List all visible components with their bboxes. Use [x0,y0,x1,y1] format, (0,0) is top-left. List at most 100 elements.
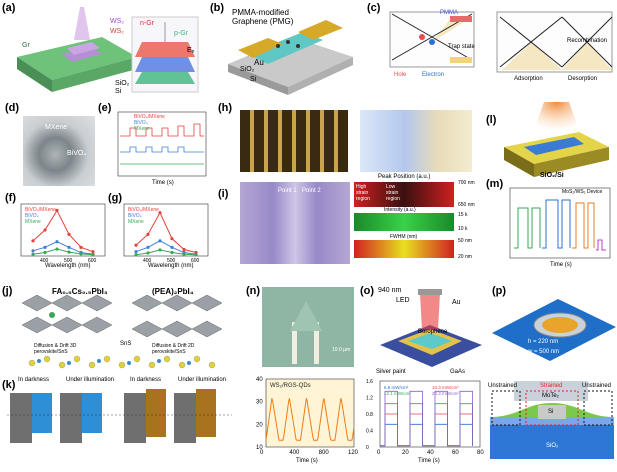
a-gr: Gr [22,42,30,49]
panel-label-j: (j) [2,285,13,297]
n-electrode-right [314,322,319,364]
plot-frame [265,378,355,448]
a-sio2: SiO₂ [115,80,130,87]
panel-label-d: (d) [5,102,20,114]
panel-label-e: (e) [98,102,112,114]
data-point [67,232,71,236]
panel-label-p: (p) [492,285,507,297]
o-gaas: GaAs [450,369,466,375]
h-optical-grid [240,110,348,172]
x-tick-label: 60 [452,450,459,456]
x-tick-label: 80 [477,450,484,456]
p-sio2: SiO₂ [546,443,559,449]
data-point [31,239,35,243]
data-point [79,252,83,256]
panel-o-device [380,289,482,367]
c-electron: Electron [422,72,445,78]
a-ws2-top: WS₂ [110,18,124,25]
x-tick-label: 400 [143,258,152,264]
panel-k-band-diagrams [7,389,232,443]
n-flake [290,301,322,331]
data-point [146,232,150,236]
data-point [158,239,162,243]
panel-l-illustration [504,102,609,177]
y-tick-label: 20 [256,422,263,428]
panel-p-illustration [490,299,616,459]
series-line-2 [135,249,197,256]
data-point [134,253,138,257]
data-point [55,208,59,213]
panel-h: (h) [218,102,480,174]
panel-label-a: (a) [2,2,16,14]
m-title: MoS₂/WS₂ Device [562,189,603,195]
panel-k: (k) In darkness Under illumination In da… [2,375,242,467]
data-point [158,211,162,215]
p-mote2: MoTe₂ [554,293,574,300]
o-silver: Silver paint [376,369,406,375]
legend-entry: MXene [25,219,41,225]
e-legend-1: BiVO₄/MXene [134,114,165,120]
x-tick-label: 0 [260,450,264,456]
data-point [170,245,174,249]
k-dark1: In darkness [18,377,50,383]
y-tick-label: 0.4 [366,429,373,435]
series-line-2 [32,248,94,256]
f-xlabel: Wavelength (nm) [45,263,91,269]
x-tick-label: 400 [40,258,49,264]
a-pgr: p-Gr [174,30,188,37]
panel-j: (j) FA₀.₅Cs₀.₅PbI₃ (PEA)₂PbI₄ Diffusion … [2,285,242,375]
o-borophene: Borophene [418,329,448,335]
e-xlabel: Time (s) [152,180,174,186]
data-point [158,248,162,252]
i-scale-15k: 15 k [458,212,468,218]
panel-n-chart: WS₂/RGS-QDs0400800120010203040Time (s) [256,377,358,464]
i-point1: Point 1 [278,188,297,194]
h-raman-map [360,110,472,172]
panel-label-f: (f) [5,192,16,204]
panel-a-illustration [17,7,199,93]
legend-entry: 10.3 mW/cm² [432,385,459,390]
legend-entry: WS₂/RGS-QDs [270,383,311,389]
data-point [91,253,95,257]
x-tick-label: 20 [402,450,409,456]
plot-frame [20,203,106,257]
data-point [55,247,59,251]
a-eg: Eₚ [187,47,195,54]
legend-entry: BiVO₄/MXene [128,207,159,213]
data-point [43,228,47,232]
i-scale-20: 20 nm [458,254,472,260]
panel-d: (d) MXene BiVO₄ [5,102,97,190]
data-point [182,252,186,256]
n-electrode-left [292,322,297,364]
series-line-1 [32,241,94,255]
data-point [170,237,174,241]
data-point [170,250,174,255]
i-optical-image [240,182,350,264]
m-xlabel: Time (s) [550,262,572,268]
o-940nm: 940 nm [378,287,402,294]
y-tick-label: 1.6 [366,379,373,385]
p-strained: Strained [540,383,563,389]
i-intensity-title: Intensity (a.u.) [384,207,416,213]
k-dark2: In darkness [130,377,162,383]
k-illum1: Under illumination [66,377,115,383]
panel-label-l: (l) [486,114,497,126]
data-point [134,250,138,254]
y-tick-label: 40 [256,377,263,383]
j-right-title: (PEA)₂PbI₄ [152,287,194,296]
series-line-3 [380,390,473,447]
data-point [67,250,71,254]
y-tick-label: 1.2 [366,396,373,402]
panel-o: (o) 940 nm LED Au Borophene Silver paint… [360,285,486,467]
x-tick-label: 40 [427,450,434,456]
panel-n: (n) 10.0 µm WS₂/RGS-QDs04008001200102030… [246,285,358,467]
p-mote2-b: MoTe₂ [542,393,560,399]
x-axis-label: Time (s) [296,458,318,464]
plot-frame [123,203,209,257]
panel-label-k: (k) [2,379,16,391]
x-tick-label: 600 [88,258,97,264]
b-title: PMMA-modified Graphene (PMG) [232,8,294,26]
panel-m-chart [509,187,611,259]
